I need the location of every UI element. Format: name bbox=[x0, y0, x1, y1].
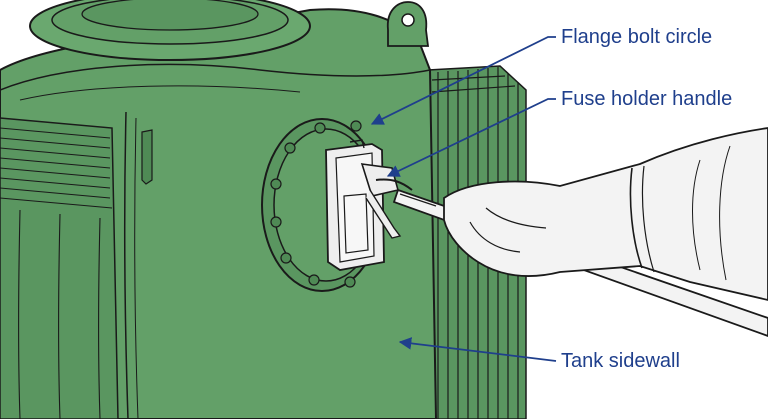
callout-fuse-holder-handle: Fuse holder handle bbox=[561, 88, 733, 110]
lifting-lug bbox=[386, 1, 430, 47]
gloved-hand bbox=[443, 127, 768, 301]
fuse-holder-handle bbox=[360, 163, 413, 239]
leader-fuse bbox=[386, 98, 556, 177]
leader-flange bbox=[370, 36, 556, 125]
leader-tank bbox=[398, 337, 557, 362]
callout-tank-sidewall: Tank sidewall bbox=[561, 350, 680, 372]
flange-bolts bbox=[270, 120, 362, 288]
top-cover bbox=[29, 0, 311, 61]
callout-leaders bbox=[370, 36, 557, 362]
radiator-fins-left bbox=[0, 117, 119, 419]
callout-flange-bolt-circle: Flange bolt circle bbox=[561, 26, 713, 48]
